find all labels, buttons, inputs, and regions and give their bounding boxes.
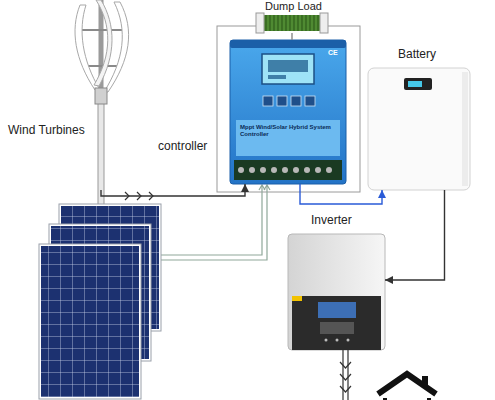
solar-panels (39, 204, 161, 399)
mark-text: CE (328, 49, 342, 57)
connector-line (101, 184, 245, 196)
resistor-symbol (256, 13, 328, 33)
battery-unit (368, 68, 470, 190)
controller-node: controller (230, 40, 346, 184)
inverter-node: Inverter (288, 234, 385, 350)
turbine-node: Wind Turbines (62, 2, 140, 190)
component-label: controller (158, 140, 207, 153)
connector-line (385, 190, 445, 280)
component-label: Dump Load (265, 0, 322, 12)
inverter-unit (288, 234, 385, 350)
connector-line (291, 33, 292, 40)
component-label: Wind Turbines (8, 124, 85, 137)
battery-node: Battery (368, 68, 470, 190)
device-caption: Mppt Wind/Solar Hybrid System Controller (240, 124, 336, 138)
output-wire (340, 350, 351, 400)
controller-unit (230, 40, 346, 184)
component-label: Battery (398, 48, 436, 61)
device-caption: Mppt Wind/Solar Hybrid System Controller (240, 124, 336, 138)
connector-line (300, 184, 382, 204)
house-icon (378, 374, 436, 400)
enclosure-frame (217, 26, 360, 192)
component-label: Inverter (311, 214, 352, 227)
mark-text: CE (328, 49, 342, 57)
dump-load-node: Dump Load (256, 13, 328, 33)
